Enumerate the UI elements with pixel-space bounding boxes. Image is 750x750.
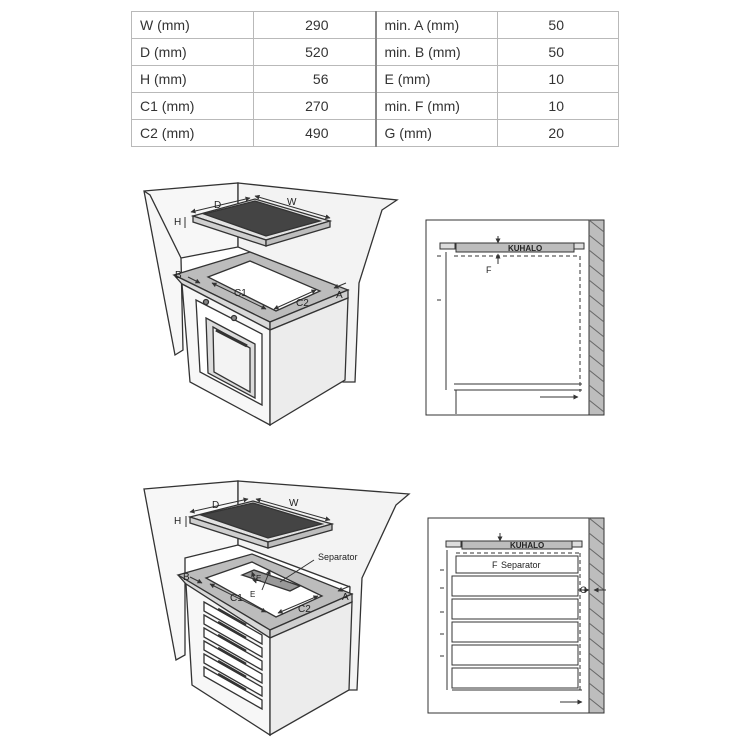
spec-label: C1 (mm): [131, 92, 254, 120]
spec-label: G (mm): [374, 119, 498, 147]
spec-label: W (mm): [131, 11, 254, 39]
spec-value: 56: [253, 65, 376, 93]
spec-value: 20: [497, 119, 619, 147]
label-d: D: [214, 200, 221, 211]
label-c1: C1: [234, 288, 247, 299]
label-g: G: [580, 585, 587, 595]
label-c2: C2: [296, 298, 309, 309]
spec-label: min. B (mm): [374, 38, 498, 66]
spec-value: 10: [497, 65, 619, 93]
side-view-top: [425, 219, 605, 416]
label-e-1: E: [256, 574, 261, 583]
spec-label: C2 (mm): [131, 119, 254, 147]
label-d-bottom: D: [212, 500, 219, 511]
label-h: H: [174, 217, 181, 228]
cabinet-bottom: [176, 553, 354, 737]
label-f-bottom: F: [492, 560, 498, 570]
dimension-lines-bottom: [185, 497, 351, 614]
label-w-bottom: W: [289, 498, 299, 509]
spec-value: 50: [497, 11, 619, 39]
label-a-bottom: A: [342, 592, 349, 603]
label-w: W: [287, 197, 297, 208]
spec-label: H (mm): [131, 65, 254, 93]
spec-value: 50: [497, 38, 619, 66]
spec-value: 270: [253, 92, 376, 120]
separator-label: Separator: [318, 552, 358, 562]
label-h-bottom: H: [174, 516, 181, 527]
spec-label: E (mm): [374, 65, 498, 93]
label-c1-bottom: C1: [230, 593, 243, 604]
label-a: A: [336, 290, 343, 301]
spec-value: 490: [253, 119, 376, 147]
dimension-lines-top: [184, 194, 347, 310]
brand-label-bottom: KUHALO: [510, 541, 544, 550]
separator-label-side: Separator: [501, 560, 541, 570]
label-c2-bottom: C2: [298, 604, 311, 615]
brand-label: KUHALO: [508, 244, 542, 253]
label-b-bottom: B: [183, 572, 190, 583]
spec-label: min. F (mm): [374, 92, 498, 120]
side-view-bottom: [427, 517, 606, 714]
label-e-2: E: [250, 590, 255, 599]
spec-value: 290: [253, 11, 376, 39]
label-b: B: [175, 270, 182, 281]
label-f: F: [486, 265, 492, 275]
